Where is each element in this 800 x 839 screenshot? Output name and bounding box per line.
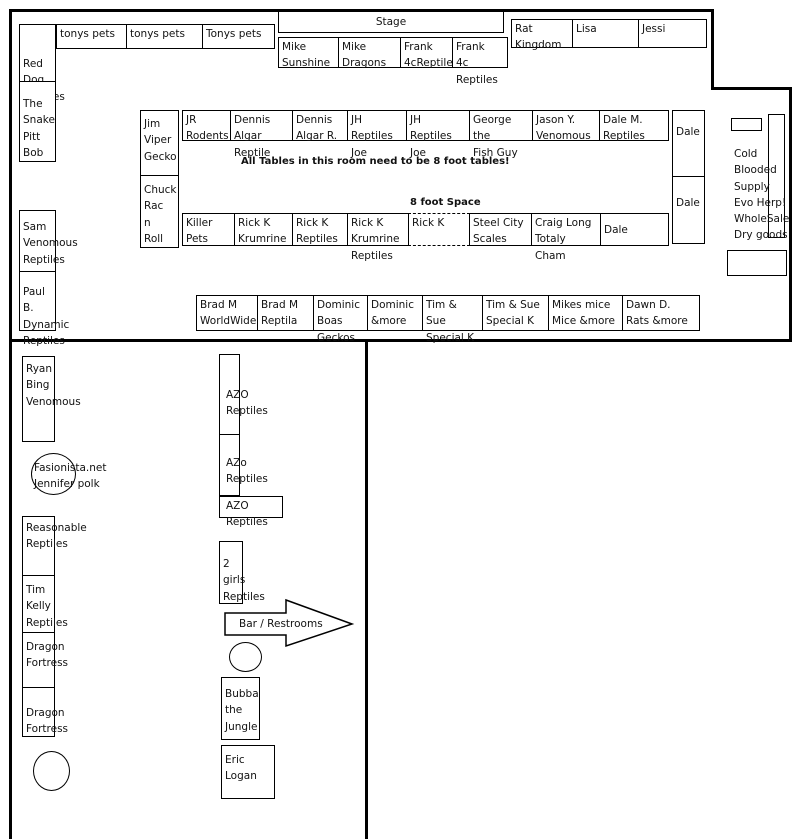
label-bar-restrooms: Bar / Restrooms bbox=[239, 618, 323, 630]
table-bubba-the-jungle: Bubba the Jungle bbox=[221, 677, 260, 740]
table-azo-reptiles-1: AZO Reptiles bbox=[219, 354, 268, 435]
table-sam-venomous: Sam Venomous Reptiles bbox=[19, 210, 78, 272]
table-tonys-pets-3: Tonys pets bbox=[202, 24, 275, 49]
table-dominic-1: Dominic Boas Geckos bbox=[313, 295, 368, 344]
outer-wall-top bbox=[9, 9, 714, 12]
note-8-foot-space: 8 foot Space bbox=[410, 197, 481, 208]
table-frank-1: Frank 4cReptile bbox=[400, 37, 453, 69]
table-killer-pets: Killer Pets bbox=[182, 213, 235, 246]
table-rick-k-2: Rick K Reptiles bbox=[292, 213, 348, 246]
table-chuck-rac-n-roll: Chuck Rac n Roll bbox=[140, 175, 179, 248]
table-mikes-mice: Mikes mice Mice &more bbox=[548, 295, 623, 331]
outer-wall-right-upper bbox=[711, 9, 714, 89]
table-rick-k-1: Rick K Krumrine bbox=[234, 213, 293, 246]
table-brad-m-reptila: Brad M Reptila bbox=[257, 295, 314, 331]
table-azo-reptiles-3: AZO Reptiles bbox=[219, 496, 283, 528]
table-dale-m-reptiles: Dale M. Reptiles bbox=[599, 110, 669, 142]
table-dennis-algar-1: Dennis Algar Reptile bbox=[230, 110, 293, 159]
arrow-bar-restrooms bbox=[224, 598, 355, 648]
table-dale-right-1: Dale bbox=[672, 110, 705, 177]
table-reasonable-reptiles: Reasonable Reptiles bbox=[22, 516, 87, 576]
table-2-girls-reptiles: 2 girls Reptiles bbox=[219, 541, 265, 604]
table-rick-k-space: Rick K bbox=[408, 213, 470, 246]
table-tonys-pets-2: tonys pets bbox=[126, 24, 203, 49]
table-rat-kingdom: Rat Kingdom bbox=[511, 19, 573, 51]
lower-room-wall-right bbox=[365, 339, 368, 839]
table-tonys-pets-1: tonys pets bbox=[56, 24, 127, 49]
table-the-snake-pitt-bob: The Snake Pitt Bob bbox=[19, 81, 56, 162]
table-tim-sue-2: Tim & Sue Special K bbox=[482, 295, 549, 331]
table-eric-logan: Eric Logan bbox=[221, 745, 275, 799]
table-mike-dragons: Mike Dragons bbox=[338, 37, 401, 69]
note-8-foot-tables: All Tables in this room need to be 8 foo… bbox=[241, 156, 510, 167]
table-tim-kelly: Tim Kelly Reptiles bbox=[22, 575, 68, 633]
right-tall-table bbox=[768, 114, 785, 238]
table-steel-city-scales: Steel City Scales bbox=[469, 213, 532, 246]
table-azo-reptiles-2: AZo Reptiles bbox=[219, 434, 268, 496]
table-jh-reptiles-2: JH Reptiles Joe bbox=[406, 110, 470, 159]
table-paul-b: Paul B. Dynamic Reptiles bbox=[19, 271, 69, 347]
table-dragon-fortress-1: Dragon Fortress bbox=[22, 632, 68, 688]
table-dale-right-2: Dale bbox=[672, 176, 705, 244]
table-dragon-fortress-2: Dragon Fortress bbox=[22, 687, 68, 737]
table-brad-m-worldwide: Brad M WorldWide bbox=[196, 295, 258, 331]
table-dawn-d: Dawn D. Rats &more bbox=[622, 295, 700, 331]
round-table-empty bbox=[33, 751, 70, 791]
stage: Stage bbox=[278, 11, 504, 33]
table-dale-bottom: Dale bbox=[600, 213, 669, 246]
round-table-fasionista bbox=[31, 453, 76, 495]
table-mike-sunshine: Mike Sunshine bbox=[278, 37, 339, 69]
table-tim-sue-1: Tim & Sue Special K bbox=[422, 295, 483, 344]
table-jh-reptiles-1: JH Reptiles Joe bbox=[347, 110, 407, 159]
table-jim-viper-gecko: Jim Viper Gecko bbox=[140, 110, 179, 176]
table-craig-long: Craig Long Totaly Cham bbox=[531, 213, 601, 262]
round-table-center bbox=[229, 642, 262, 672]
label-fasionista: Fasionista.net Jennifer polk bbox=[34, 462, 107, 491]
outer-wall-right-ledge bbox=[711, 87, 791, 90]
label-cold-blooded-supply: Cold Blooded Supply Evo Herp! WholeSale … bbox=[734, 148, 790, 242]
table-jessi: Jessi bbox=[638, 19, 707, 48]
table-jason-y-venomous: Jason Y. Venomous bbox=[532, 110, 600, 142]
right-bottom-table bbox=[727, 250, 787, 276]
outer-wall-left bbox=[9, 9, 12, 839]
table-dennis-algar-2: Dennis Algar R. bbox=[292, 110, 348, 142]
table-rick-k-3: Rick K Krumrine Reptiles bbox=[347, 213, 409, 262]
table-dominic-2: Dominic &more bbox=[367, 295, 423, 331]
table-frank-2: Frank 4c Reptiles bbox=[452, 37, 508, 86]
table-jr-rodents: JR Rodents bbox=[182, 110, 231, 142]
outer-wall-right bbox=[789, 87, 792, 341]
mid-wall bbox=[9, 339, 792, 342]
table-lisa: Lisa bbox=[572, 19, 639, 48]
right-small-table bbox=[731, 118, 762, 131]
table-george-fish-guy: George the Fish Guy bbox=[469, 110, 533, 159]
table-red-dog-reptiles: Red Dog Reptiles bbox=[19, 24, 65, 103]
table-ryan-bing: Ryan Bing Venomous bbox=[22, 356, 81, 442]
